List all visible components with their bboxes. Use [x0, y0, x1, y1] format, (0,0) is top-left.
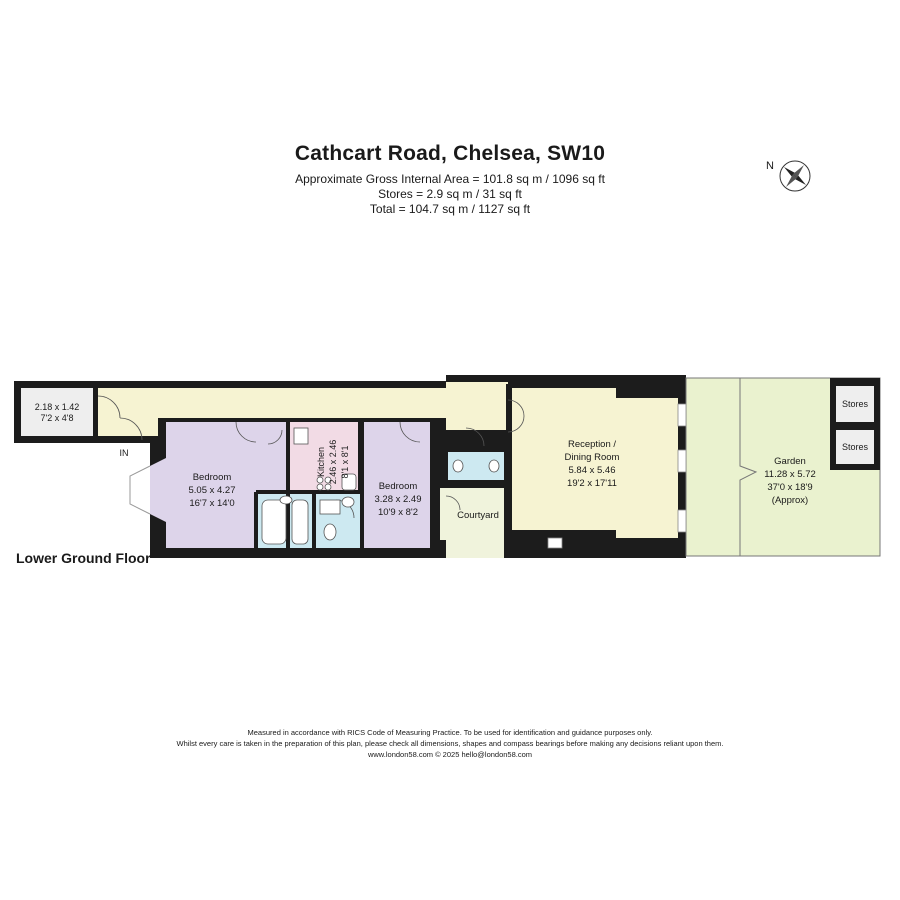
bedroom-1-dim-ft: 16'7 x 14'0 — [189, 498, 234, 509]
kitchen-name: Kitchen — [316, 447, 326, 477]
bedroom-2-dim-m: 3.28 x 2.49 — [374, 494, 421, 505]
compass-north-label: N — [766, 160, 774, 172]
front-store — [21, 388, 93, 436]
garden-note: (Approx) — [772, 495, 808, 506]
garden-dim-m: 11.28 x 5.72 — [764, 469, 816, 480]
footer-contact: www.london58.com © 2025 hello@london58.c… — [367, 750, 533, 759]
stores-area-line: Stores = 2.9 sq m / 31 sq ft — [378, 187, 522, 201]
bedroom-1-name: Bedroom — [193, 472, 232, 483]
bedroom-2-name: Bedroom — [379, 481, 418, 492]
partitions — [254, 384, 510, 550]
hallway — [98, 382, 508, 436]
front-store-dim-ft: 7'2 x 4'8 — [41, 413, 74, 423]
reception-windows — [547, 403, 687, 549]
fixtures — [261, 427, 500, 545]
bay-window — [129, 465, 151, 515]
front-store-dim-m: 2.18 x 1.42 — [35, 402, 80, 412]
reception-dim-m: 5.84 x 5.46 — [568, 465, 615, 476]
stores-a-name: Stores — [842, 399, 869, 409]
reception-floor — [512, 388, 678, 538]
floor-label: Lower Ground Floor — [16, 550, 151, 566]
bedroom-1 — [150, 422, 286, 548]
reception-name-2: Dining Room — [565, 452, 620, 463]
entrance-label: IN — [120, 448, 129, 458]
kitchen-dim-m: 2.46 x 2.46 — [328, 440, 338, 485]
footer-disclaimer-1: Measured in accordance with RICS Code of… — [247, 728, 653, 737]
garden-dim-ft: 37'0 x 18'9 — [767, 482, 812, 493]
garden-name: Garden — [774, 456, 806, 467]
reception-dim-ft: 19'2 x 17'11 — [567, 478, 617, 489]
gross-area-line: Approximate Gross Internal Area = 101.8 … — [295, 172, 605, 186]
total-area-line: Total = 104.7 sq m / 1127 sq ft — [369, 202, 531, 216]
page-title: Cathcart Road, Chelsea, SW10 — [294, 142, 606, 165]
bedroom-1-dim-m: 5.05 x 4.27 — [188, 485, 235, 496]
stores-b-name: Stores — [842, 442, 869, 452]
reception-name-1: Reception / — [568, 439, 616, 450]
bedroom-2-dim-ft: 10'9 x 8'2 — [378, 507, 418, 518]
compass-rose-icon — [779, 160, 811, 192]
bedroom-2 — [364, 422, 430, 548]
footer-disclaimer-2: Whilst every care is taken in the prepar… — [176, 739, 724, 748]
courtyard-floor — [440, 488, 504, 558]
courtyard-name: Courtyard — [457, 510, 499, 521]
kitchen-dim-ft: 8'1 x 8'1 — [340, 446, 350, 479]
